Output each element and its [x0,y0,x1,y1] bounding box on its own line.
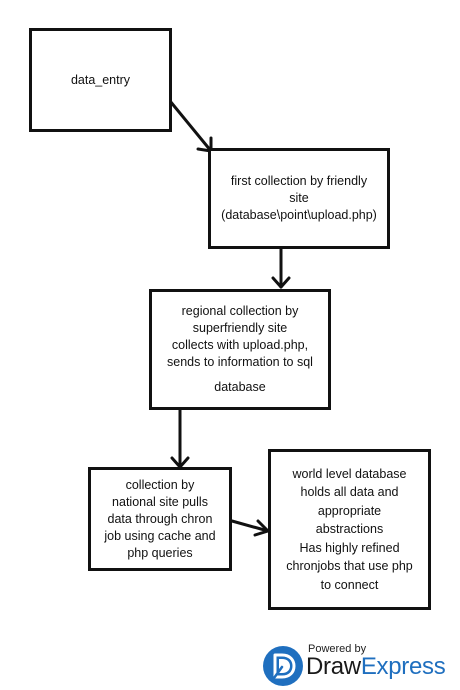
node-label-line: database [214,380,266,394]
node-data-entry: data_entry [29,28,172,132]
node-world-database: world level database holds all data and … [268,449,431,610]
node-label-line: collection by [125,477,195,492]
node-label-line: national site pulls [112,494,208,509]
node-label-line: job using cache and [104,528,216,543]
node-regional-collection: regional collection by superfriendly sit… [149,289,331,410]
brand-name-part-draw: Draw [306,653,361,680]
node-label-line: appropriate [317,503,382,518]
node-label-line: holds all data and [300,485,399,500]
node-label-line: world level database [292,466,407,481]
brand-name-part-express: Express [360,653,446,680]
node-national-collection: collection by national site pulls data t… [88,467,232,571]
node-label-line: Has highly refined [299,540,400,555]
node-label-line: php queries [127,545,193,560]
drawexpress-branding: Powered by DrawExpress [262,643,460,689]
node-label-line: regional collection by [181,304,299,318]
edge-data-entry-to-first-collection [168,99,213,153]
edge-first-to-regional-collection [271,247,291,289]
node-label-line: data through chron [107,511,213,526]
node-label-line: site [289,191,309,205]
drawexpress-logo-icon [263,646,303,686]
edge-regional-to-national-collection [170,408,190,469]
node-label-line: data_entry [70,72,131,87]
brand-name: DrawExpress [306,653,446,681]
node-label-line: to connect [320,577,379,592]
node-label-line: abstractions [315,522,384,537]
node-label-line: chronjobs that use php [286,559,413,574]
powered-by-label: Powered by [308,643,367,655]
edge-national-to-world-database [230,519,270,537]
node-label-line: (database\point\upload.php) [221,208,377,222]
node-label-line: collects with upload.php, [171,338,309,352]
node-label-line: superfriendly site [192,321,288,335]
node-label-line: first collection by friendly [230,174,368,188]
node-first-collection: first collection by friendly site (datab… [208,148,390,249]
node-label-line: sends to information to sql [167,355,313,369]
